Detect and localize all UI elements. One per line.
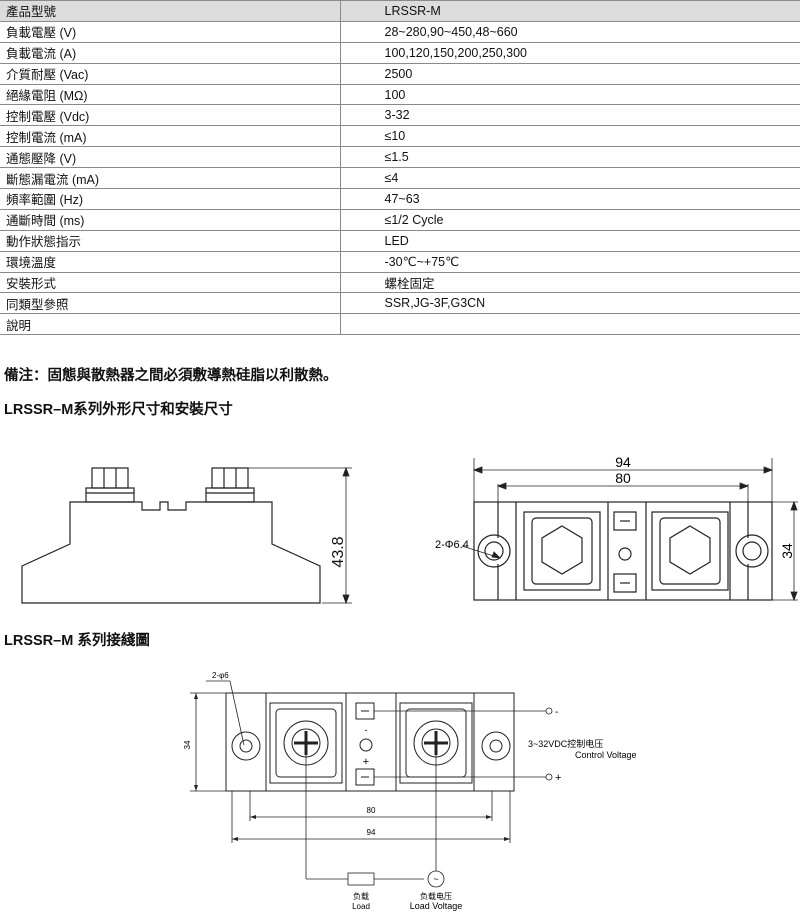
spec-value: ≤4: [340, 167, 800, 190]
spec-row: 控制電壓 (Vdc)3-32: [0, 104, 800, 127]
spec-label: 絕緣電阻 (MΩ): [0, 84, 341, 106]
spec-label: 通態壓降 (V): [0, 146, 341, 169]
wiring-ac-symbol: ~: [433, 874, 438, 884]
top-hole-label: 2-Φ6.4: [435, 539, 469, 551]
spec-value: ≤10: [340, 125, 800, 148]
spec-value: [340, 313, 800, 336]
side-height-label: 43.8: [330, 536, 347, 567]
load-voltage-cn: 负载电压: [420, 891, 452, 901]
spec-row: 斷態漏電流 (mA)≤4: [0, 167, 800, 190]
spec-row: 介質耐壓 (Vac)2500: [0, 63, 800, 85]
spec-row: 絕緣電阻 (MΩ)100: [0, 84, 800, 106]
spec-value: ≤1.5: [340, 146, 800, 169]
load-cn: 负载: [353, 891, 369, 901]
spec-row: 通斷時間 (ms)≤1/2 Cycle: [0, 209, 800, 231]
spec-label: 負載電壓 (V): [0, 21, 341, 43]
spec-value: -30℃~+75℃: [340, 251, 800, 273]
spec-label: 產品型號: [0, 0, 341, 22]
side-view-drawing: 43.8: [21, 466, 352, 605]
spec-label: 控制電壓 (Vdc): [0, 104, 341, 127]
spec-row: 頻率範圍 (Hz)47~63: [0, 188, 800, 210]
spec-label: 通斷時間 (ms): [0, 209, 341, 231]
spec-value: 47~63: [340, 188, 800, 210]
spec-label: 控制電流 (mA): [0, 125, 341, 148]
module-minus-label: -: [365, 725, 368, 735]
spec-value: 螺栓固定: [340, 272, 800, 294]
top-depth-label: 34: [779, 543, 795, 559]
spec-row: 環境溫度-30℃~+75℃: [0, 251, 800, 273]
top-view-drawing: 94 80 34 2-Φ6.4: [435, 454, 798, 602]
control-minus-label: -: [555, 707, 558, 718]
top-outer-width-label: 94: [615, 454, 631, 470]
wiring-outer-width-label: 94: [367, 828, 376, 837]
spec-row: 負載電壓 (V)28~280,90~450,48~660: [0, 21, 800, 43]
wiring-heading: LRSSR–M 系列接綫圖: [4, 633, 150, 649]
spec-label: 說明: [0, 313, 341, 336]
spec-row: 負載電流 (A)100,120,150,200,250,300: [0, 42, 800, 64]
spec-label: 安裝形式: [0, 272, 341, 294]
spec-label: 動作狀態指示: [0, 230, 341, 252]
wiring-depth-label: 34: [183, 740, 192, 749]
spec-value: ≤1/2 Cycle: [340, 209, 800, 231]
wiring-hole-label: 2-φ6: [212, 671, 229, 680]
wiring-inner-width-label: 80: [367, 806, 376, 815]
spec-row: 安裝形式螺栓固定: [0, 272, 800, 294]
wiring-diagram: ~ 2-φ6 34 80 94 - + - + 3~32VDC控制电压 Cont…: [183, 671, 637, 911]
heat-sink-note: 備注：固態與散熱器之間必須敷導熱硅脂以利散熱。: [4, 368, 338, 384]
spec-value: 2500: [340, 63, 800, 85]
spec-value: 3-32: [340, 104, 800, 127]
dimensions-heading: LRSSR–M系列外形尺寸和安裝尺寸: [4, 402, 233, 418]
spec-label: 負載電流 (A): [0, 42, 341, 64]
spec-value: 100: [340, 84, 800, 106]
spec-value: LED: [340, 230, 800, 252]
spec-row: 通態壓降 (V)≤1.5: [0, 146, 800, 169]
control-plus-label: +: [555, 772, 561, 784]
spec-label: 環境溫度: [0, 251, 341, 273]
control-voltage-en: Control Voltage: [575, 750, 637, 760]
spec-row: 控制電流 (mA)≤10: [0, 125, 800, 148]
spec-label: 斷態漏電流 (mA): [0, 167, 341, 190]
spec-label: 同類型參照: [0, 292, 341, 315]
spec-value: LRSSR-M: [340, 0, 800, 22]
module-plus-label: +: [363, 756, 369, 768]
control-voltage-cn: 3~32VDC控制电压: [528, 738, 603, 749]
spec-label: 頻率範圍 (Hz): [0, 188, 341, 210]
spec-value: 100,120,150,200,250,300: [340, 42, 800, 64]
spec-value: SSR,JG-3F,G3CN: [340, 292, 800, 315]
spec-label: 介質耐壓 (Vac): [0, 63, 341, 85]
top-inner-width-label: 80: [615, 470, 631, 486]
spec-row: 說明: [0, 313, 800, 336]
spec-value: 28~280,90~450,48~660: [340, 21, 800, 43]
load-en: Load: [352, 902, 370, 911]
load-voltage-en: Load Voltage: [410, 901, 463, 911]
